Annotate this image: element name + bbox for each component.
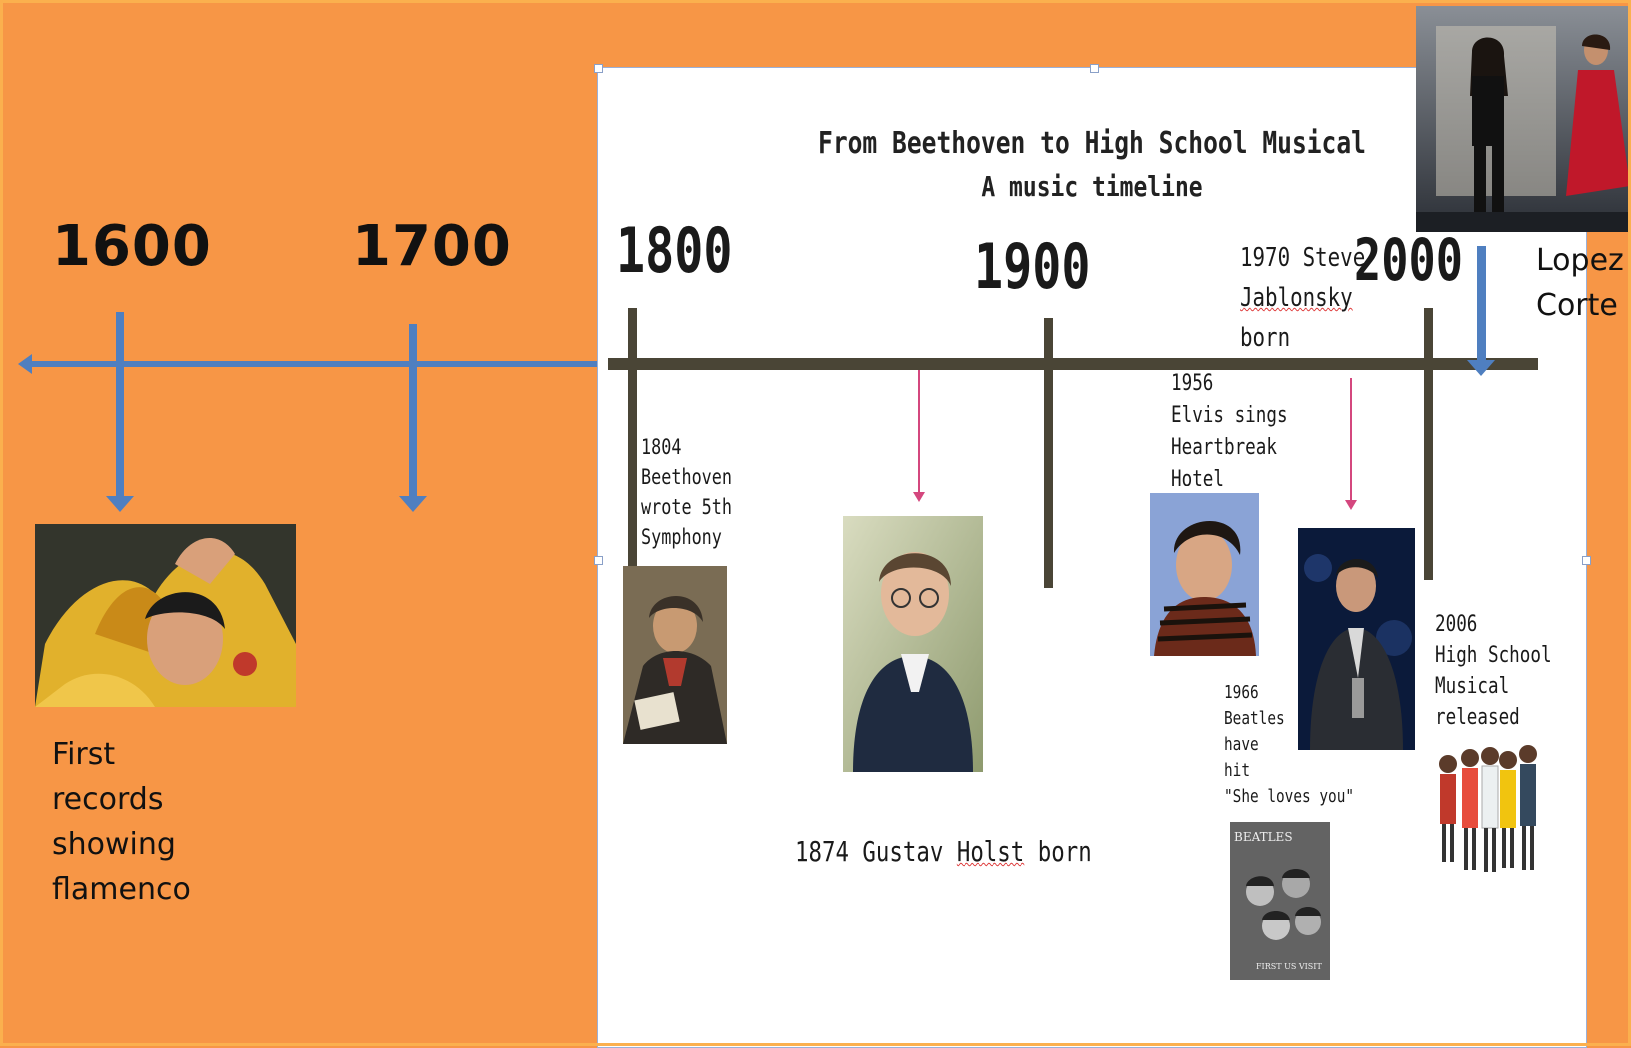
left-arrowhead (18, 354, 32, 374)
resize-handle-mid-left[interactable] (594, 556, 603, 565)
note-holst: 1874 Gustav Holst born (795, 802, 1092, 868)
flamenco-caption: First records showing flamenco (52, 737, 191, 907)
right-caption-line2: Corte (1536, 288, 1618, 323)
note-jablonsky: 1970 Steve Jablonsky born (1240, 238, 1365, 358)
timeline-axis (608, 358, 1538, 370)
beatles-poster: BEATLES FIRST US VISIT (1230, 822, 1330, 980)
note-holst-name: Holst (956, 835, 1025, 868)
lopez-cortes-performance-photo (1416, 6, 1631, 232)
right-caption-line1: Lopez (1536, 243, 1624, 278)
tick-2000 (1424, 308, 1433, 580)
tick-1900 (1044, 318, 1053, 588)
note-jablonsky-line3: born (1240, 323, 1291, 353)
resize-handle-top-mid[interactable] (1090, 64, 1099, 73)
beethoven-portrait (623, 566, 727, 744)
tick-1800 (628, 308, 637, 578)
note-holst-post: born (1024, 835, 1092, 868)
note-holst-pre: 1874 Gustav (795, 835, 957, 868)
note-high-school-musical: 2006 High School Musical released (1435, 612, 1552, 730)
beatles-poster-subtitle: FIRST US VISIT (1256, 962, 1322, 971)
resize-handle-top-left[interactable] (594, 64, 603, 73)
elvis-presley-photo (1150, 493, 1259, 656)
holst-pointer-line (918, 370, 920, 496)
sheet-title: From Beethoven to High School Musical (818, 126, 1366, 161)
beatles-poster-title: BEATLES (1234, 830, 1293, 844)
flamenco-dancer-painting (35, 524, 296, 707)
arrow-1700-head (399, 496, 427, 512)
sheet-year-2000: 2000 (1354, 226, 1463, 294)
note-jablonsky-line1: 1970 Steve (1240, 243, 1366, 273)
year-1600-label: 1600 (52, 214, 212, 279)
year-1700-label: 1700 (352, 214, 512, 279)
note-beatles: 1966 Beatles have hit "She loves you" (1224, 682, 1355, 807)
note-jablonsky-line2: Jablonsky (1240, 283, 1353, 313)
arrow-2000-head (1467, 360, 1495, 376)
sheet-year-1900: 1900 (974, 230, 1091, 303)
high-school-musical-cast (1434, 736, 1542, 880)
note-elvis: 1956 Elvis sings Heartbreak Hotel (1171, 371, 1288, 486)
resize-handle-mid-right[interactable] (1582, 556, 1591, 565)
jablonsky-pointer-head (1345, 500, 1357, 510)
sheet-subtitle: A music timeline (981, 170, 1203, 203)
arrow-1600-head (106, 496, 134, 512)
jablonsky-pointer-line (1350, 378, 1352, 502)
arrow-1600-shaft (116, 312, 124, 498)
steve-jablonsky-photo (1298, 528, 1415, 750)
arrow-1700-shaft (409, 324, 417, 498)
holst-pointer-head (913, 492, 925, 502)
gustav-holst-portrait (843, 516, 983, 772)
arrow-2000-shaft (1477, 246, 1486, 364)
timeline-extension-arrow (30, 361, 650, 367)
note-beethoven: 1804 Beethoven wrote 5th Symphony (641, 435, 733, 549)
sheet-year-1800: 1800 (616, 214, 733, 287)
